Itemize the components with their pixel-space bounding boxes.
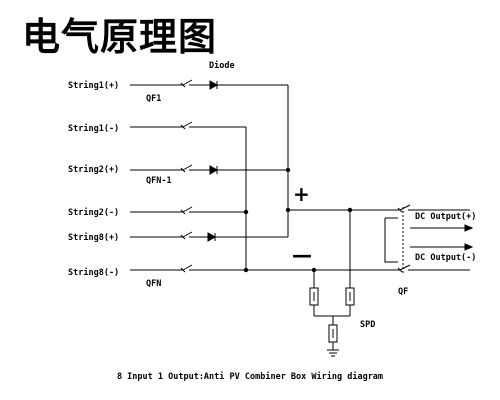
string8-negative-circuit	[130, 264, 246, 273]
dc-output-negative-terminal	[410, 243, 474, 251]
string2-neg-label: String2(-)	[68, 207, 119, 218]
string1-pos-label: String1(+)	[68, 80, 119, 91]
page-title: 电气原理图	[22, 15, 218, 59]
dc-output-positive-terminal	[410, 224, 474, 232]
surge-protector-spd	[309, 210, 355, 357]
string8-pos-label: String8(+)	[68, 232, 119, 243]
arrow-right-icon	[464, 224, 474, 232]
arrow-right-icon	[464, 243, 474, 251]
positive-bus	[285, 85, 395, 237]
dc-output-pos-label: DC Output(+)	[415, 212, 476, 222]
breaker-qf1-contact-neg	[182, 121, 193, 128]
ground-icon	[327, 349, 339, 357]
negative-bus	[243, 127, 395, 273]
string1-positive-circuit	[130, 79, 288, 90]
qfn-1-label: QFN-1	[146, 176, 172, 186]
diode-label: Diode	[209, 60, 235, 71]
spd-label: SPD	[360, 320, 375, 330]
qf1-label: QF1	[146, 94, 161, 104]
qf-label: QF	[398, 287, 408, 297]
string2-positive-circuit	[130, 164, 288, 175]
diode-icon	[207, 232, 217, 242]
string2-pos-label: String2(+)	[68, 164, 119, 175]
plus-sign: +	[293, 182, 310, 206]
minus-sign: —	[292, 243, 312, 267]
string8-positive-circuit	[130, 231, 288, 242]
string2-negative-circuit	[130, 206, 246, 215]
string1-negative-circuit	[130, 121, 246, 130]
dc-output-neg-label: DC Output(-)	[415, 253, 476, 263]
string1-neg-label: String1(-)	[68, 123, 119, 134]
diagram-caption: 8 Input 1 Output:Anti PV Combiner Box Wi…	[117, 371, 383, 382]
diode-icon	[209, 80, 219, 90]
string8-neg-label: String8(-)	[68, 267, 119, 278]
qfn-label: QFN	[146, 279, 161, 289]
output-breaker-qf	[384, 204, 470, 273]
breaker-qf1-contact-pos	[182, 79, 193, 86]
diode-icon	[209, 165, 219, 175]
